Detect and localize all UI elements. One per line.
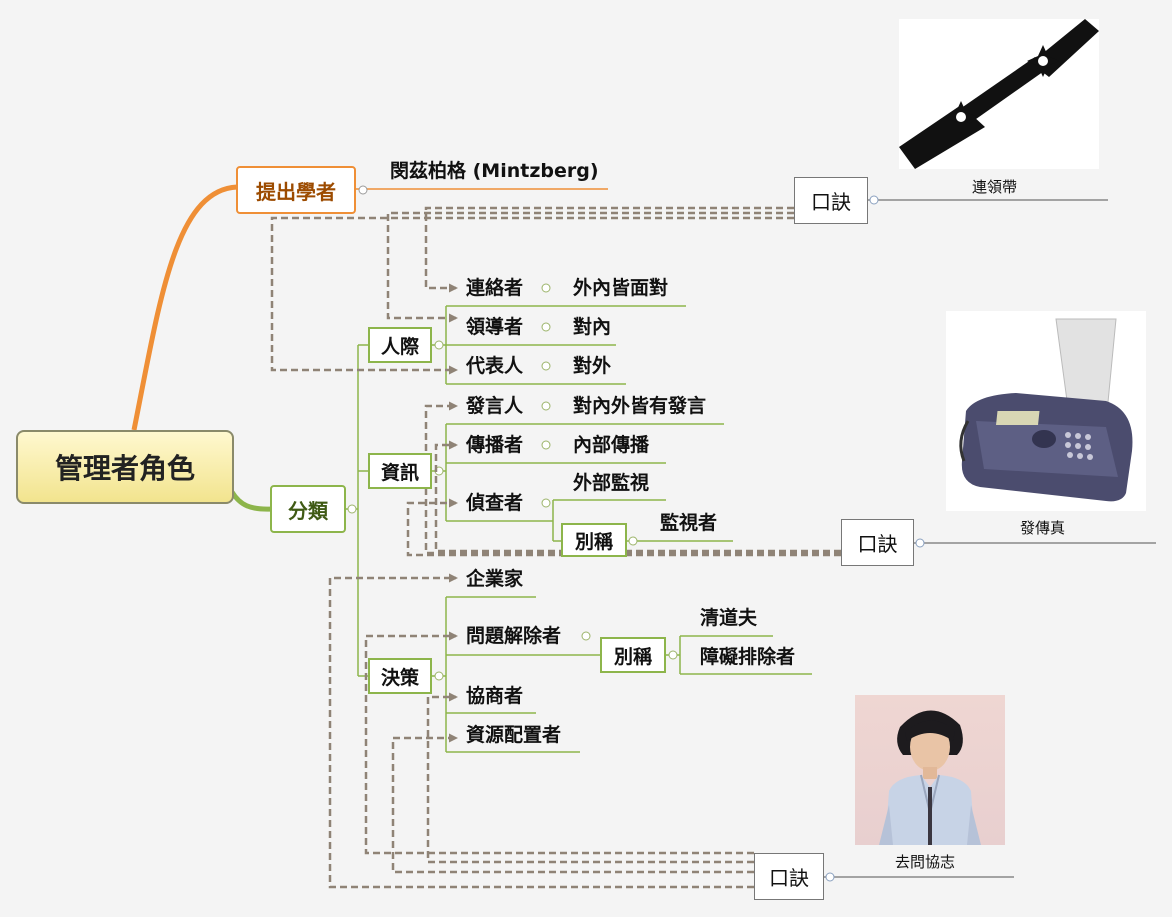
fax-machine-image bbox=[946, 311, 1146, 511]
role-leader-desc[interactable]: 對內 bbox=[573, 316, 612, 338]
alias-street-sweeper[interactable]: 清道夫 bbox=[700, 607, 758, 629]
role-entrepreneur[interactable]: 企業家 bbox=[466, 568, 524, 590]
fax-machine-icon bbox=[959, 318, 1133, 502]
mnemonic-box-3[interactable]: 口訣 bbox=[754, 853, 824, 900]
role-monitor[interactable]: 偵查者 bbox=[466, 492, 524, 514]
group-informational[interactable]: 資訊 bbox=[368, 453, 432, 489]
role-disseminator[interactable]: 傳播者 bbox=[466, 434, 524, 456]
role-spokesperson-desc[interactable]: 對內外皆有發言 bbox=[573, 395, 707, 417]
role-disturbance-handler[interactable]: 問題解除者 bbox=[466, 625, 562, 647]
role-spokesperson[interactable]: 發言人 bbox=[466, 395, 524, 417]
role-resource-allocator[interactable]: 資源配置者 bbox=[466, 724, 562, 746]
role-monitor-desc[interactable]: 外部監視 bbox=[573, 472, 650, 494]
person-photo-icon bbox=[879, 710, 981, 845]
group-interpersonal[interactable]: 人際 bbox=[368, 327, 432, 363]
mnemonic-caption-3: 去問協志 bbox=[895, 853, 956, 871]
category-branch bbox=[229, 490, 273, 512]
mnemonic-caption-1: 連領帶 bbox=[972, 178, 1018, 196]
proposer-name[interactable]: 閔茲柏格 (Mintzberg) bbox=[390, 160, 599, 182]
monitor-alias-node[interactable]: 別稱 bbox=[561, 523, 627, 557]
mnemonic-box-1[interactable]: 口訣 bbox=[794, 177, 868, 224]
person-photo-image bbox=[855, 695, 1005, 845]
role-liaison[interactable]: 連絡者 bbox=[466, 277, 524, 299]
proposer-branch bbox=[131, 184, 238, 431]
role-liaison-desc[interactable]: 外內皆面對 bbox=[573, 277, 669, 299]
monitor-alias[interactable]: 監視者 bbox=[660, 512, 718, 534]
proposer-node[interactable]: 提出學者 bbox=[236, 166, 356, 214]
root-node[interactable]: 管理者角色 bbox=[16, 430, 234, 504]
role-figurehead[interactable]: 代表人 bbox=[466, 355, 524, 377]
mnemonic-box-2[interactable]: 口訣 bbox=[841, 519, 914, 566]
necktie-icon bbox=[899, 19, 1099, 169]
necktie-image bbox=[899, 19, 1099, 169]
alias-obstacle-remover[interactable]: 障礙排除者 bbox=[700, 646, 796, 668]
role-disseminator-desc[interactable]: 內部傳播 bbox=[573, 434, 650, 456]
disturbance-alias-node[interactable]: 別稱 bbox=[600, 637, 666, 673]
category-node[interactable]: 分類 bbox=[270, 485, 346, 533]
role-figurehead-desc[interactable]: 對外 bbox=[573, 355, 612, 377]
mnemonic-caption-2: 發傳真 bbox=[1020, 519, 1066, 537]
group-decisional[interactable]: 決策 bbox=[368, 658, 432, 694]
role-negotiator[interactable]: 協商者 bbox=[466, 685, 524, 707]
role-leader[interactable]: 領導者 bbox=[466, 316, 524, 338]
